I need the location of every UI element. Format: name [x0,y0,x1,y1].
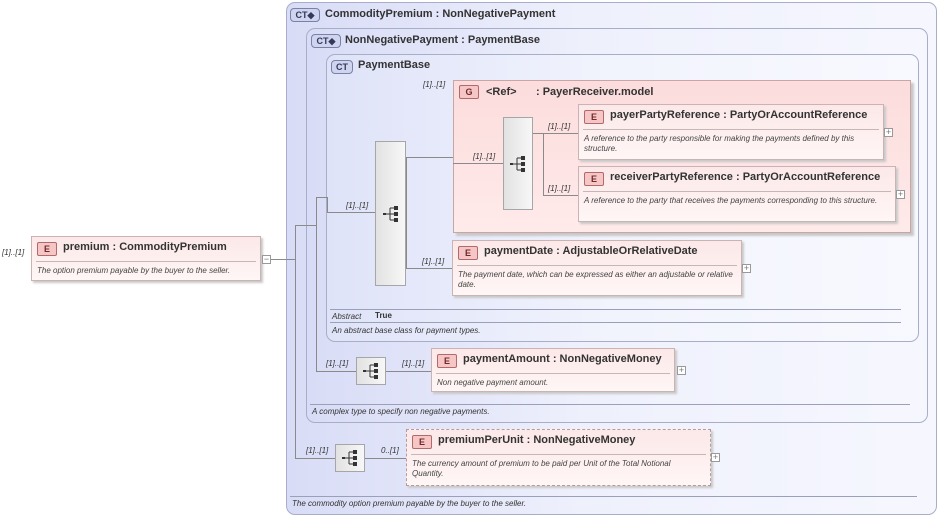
cardinality-label: [1]..[1] [2,248,25,257]
connector [543,195,578,196]
divider [436,373,670,374]
connector [327,197,328,213]
sequence-compositor[interactable] [503,117,533,210]
element-title: premiumPerUnit : NonNegativeMoney [438,434,636,446]
ct-commodity-premium-title: CommodityPremium : NonNegativePayment [325,8,556,20]
connector [271,259,295,260]
ct-extension-icon: CT◆ [311,34,341,48]
element-description: A reference to the party that receives t… [584,196,878,205]
cardinality-label: 0..[1] [381,446,399,455]
divider [310,404,910,405]
sequence-compositor[interactable] [356,357,386,385]
element-description: A reference to the party responsible for… [584,134,855,153]
expand-toggle[interactable]: + [742,263,751,273]
divider [457,265,737,266]
element-title: receiverPartyReference : PartyOrAccountR… [610,171,881,183]
connector [543,133,578,134]
collapse-toggle[interactable]: − [262,254,271,264]
sequence-compositor-icon [510,155,525,172]
cardinality-label: [1]..[1] [346,201,369,210]
cardinality-label: [1]..[1] [306,446,329,455]
cardinality-label: [1]..[1] [402,359,425,368]
element-title: paymentDate : AdjustableOrRelativeDate [484,245,698,257]
ref-label: <Ref> [486,86,517,98]
element-badge: E [584,172,604,186]
sequence-compositor[interactable] [375,141,406,286]
divider [330,309,901,310]
element-receiver-party-reference[interactable]: E receiverPartyReference : PartyOrAccoun… [578,166,896,222]
cardinality-label: [1]..[1] [473,152,496,161]
connector [406,157,407,268]
ct-non-negative-payment-title: NonNegativePayment : PaymentBase [345,34,541,46]
connector [316,371,356,372]
connector [316,197,317,371]
element-badge: E [437,354,457,368]
connector [295,225,317,226]
connector [386,371,431,372]
cardinality-label: [1]..[1] [423,80,446,89]
cardinality-label: [1]..[1] [548,122,571,131]
sequence-compositor-icon [363,363,378,379]
sequence-compositor-icon [342,450,357,466]
ct-non-negative-payment-description: A complex type to specify non negative p… [312,407,490,416]
element-premium[interactable]: E premium : CommodityPremium The option … [31,236,261,281]
element-description: The option premium payable by the buyer … [37,266,231,275]
divider [411,454,706,455]
expand-toggle[interactable]: + [711,452,720,462]
group-ref-title: : PayerReceiver.model [536,86,654,98]
cardinality-label: [1]..[1] [326,359,349,368]
connector [533,133,543,134]
cardinality-label: [1]..[1] [548,184,571,193]
abstract-value: True [375,311,392,320]
connector [365,458,406,459]
element-title: paymentAmount : NonNegativeMoney [463,353,662,365]
element-description: Non negative payment amount. [437,378,549,387]
element-payment-amount[interactable]: E paymentAmount : NonNegativeMoney Non n… [431,348,675,392]
element-payment-date[interactable]: E paymentDate : AdjustableOrRelativeDate… [452,240,742,296]
divider [583,191,891,192]
connector [295,458,335,459]
group-badge: G [459,85,479,99]
cardinality-label: [1]..[1] [422,257,445,266]
ct-extension-icon: CT◆ [290,8,320,22]
element-badge: E [584,110,604,124]
connector [406,157,453,158]
divider [583,129,879,130]
ct-payment-base-description: An abstract base class for payment types… [332,326,481,335]
divider [36,261,256,262]
expand-toggle[interactable]: + [884,127,893,137]
connector [295,225,296,459]
sequence-compositor-icon [382,205,398,222]
divider [330,322,901,323]
connector [406,268,453,269]
element-badge: E [412,435,432,449]
element-title: payerPartyReference : PartyOrAccountRefe… [610,109,868,121]
expand-toggle[interactable]: + [677,365,686,375]
ct-payment-base-title: PaymentBase [358,59,431,71]
element-title: premium : CommodityPremium [63,241,227,253]
ct-icon: CT [331,60,353,74]
sequence-compositor[interactable] [335,444,365,472]
element-description: The currency amount of premium to be pai… [412,459,671,478]
element-badge: E [37,242,57,256]
connector [316,197,328,198]
expand-toggle[interactable]: + [896,189,905,199]
element-badge: E [458,246,478,260]
ct-commodity-premium-description: The commodity option premium payable by … [292,499,527,508]
element-payer-party-reference[interactable]: E payerPartyReference : PartyOrAccountRe… [578,104,884,160]
divider [290,496,917,497]
abstract-label: Abstract [332,312,362,321]
connector [327,212,375,213]
element-description: The payment date, which can be expressed… [458,270,733,289]
element-premium-per-unit[interactable]: E premiumPerUnit : NonNegativeMoney The … [406,429,711,486]
connector [543,133,544,195]
connector [453,163,503,164]
